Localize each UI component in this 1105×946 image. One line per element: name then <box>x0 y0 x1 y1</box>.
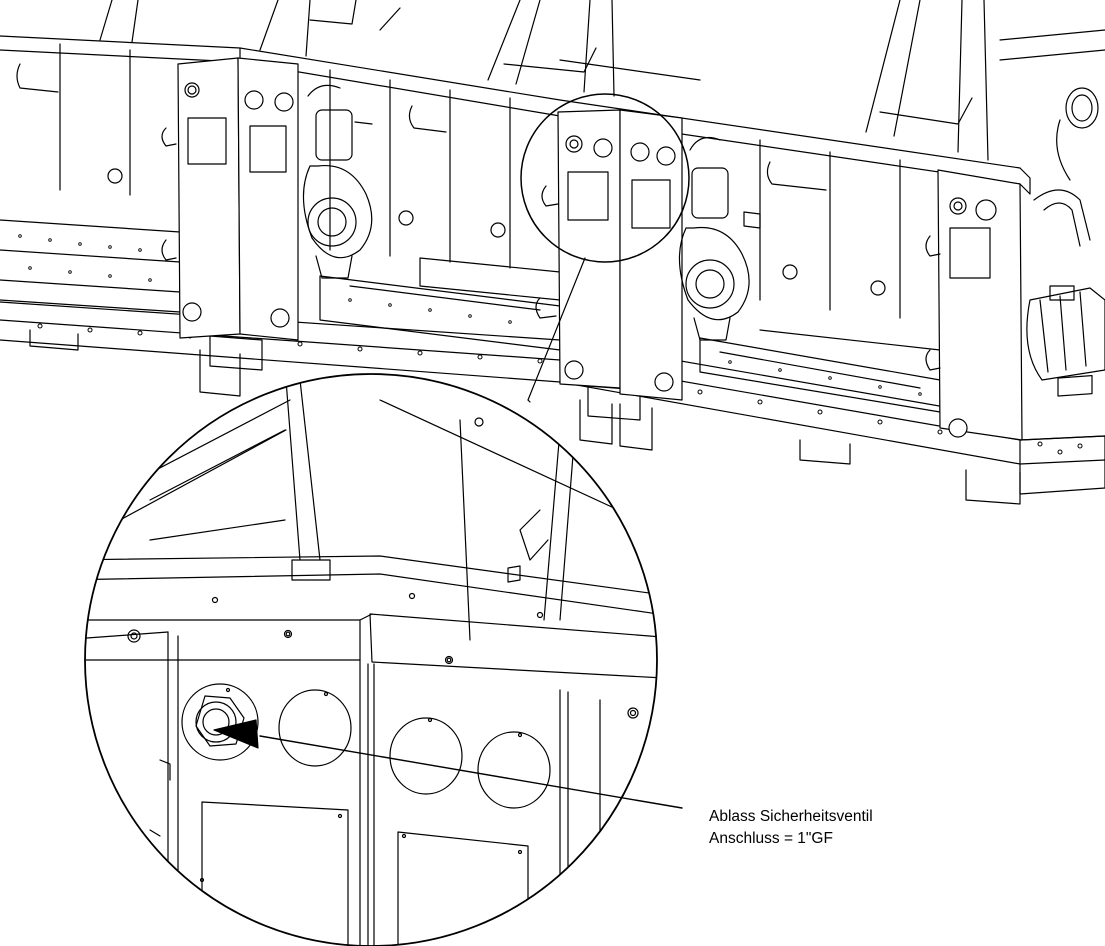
callout-line-2: Anschluss = 1"GF <box>709 830 833 847</box>
callout-line-1: Ablass Sicherheitsventil <box>709 808 873 825</box>
overview-assembly <box>0 0 1105 505</box>
pump-units <box>161 84 1105 381</box>
leader-line <box>259 735 683 809</box>
top-rail <box>0 35 1031 195</box>
leader-arrow-icon <box>213 719 259 749</box>
detail-connector-line-2 <box>527 399 531 403</box>
detail-connector-line <box>527 257 586 401</box>
magnified-detail <box>84 373 683 946</box>
floor-plates <box>0 219 941 413</box>
rear-panels <box>16 43 901 319</box>
cabinet-columns <box>177 57 1023 441</box>
detail-marker-circle <box>520 93 690 263</box>
callout-label: Ablass Sicherheitsventil Anschluss = 1"G… <box>709 806 873 850</box>
lifting-frames <box>99 0 1105 161</box>
